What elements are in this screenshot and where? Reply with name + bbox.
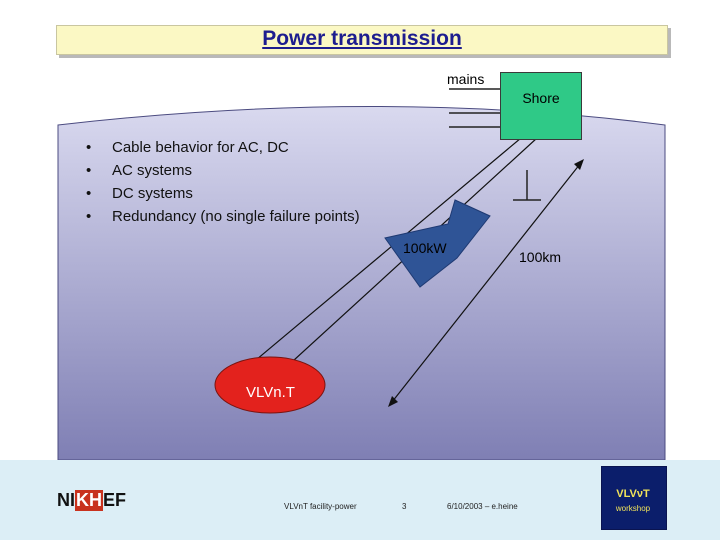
- shore-box: [500, 72, 582, 140]
- workshop-logo: [601, 466, 667, 530]
- power-label: 100kW: [403, 240, 447, 256]
- bullet-icon: •: [86, 185, 92, 202]
- workshop-logo-sub: workshop: [615, 504, 651, 513]
- title-box: [56, 25, 668, 55]
- bullet-icon: •: [86, 208, 92, 225]
- sea-area: [57, 106, 666, 461]
- detector-ellipse: [214, 356, 326, 414]
- workshop-logo-title: VLVνT: [616, 488, 650, 500]
- logo-part: EF: [103, 490, 127, 510]
- list-item: • Redundancy (no single failure points): [86, 205, 360, 228]
- bullet-text: AC systems: [112, 162, 193, 179]
- distance-label: 100km: [519, 249, 562, 265]
- distance-arrowhead: [388, 396, 398, 407]
- bullet-text: Cable behavior for AC, DC: [112, 139, 289, 156]
- list-item: • AC systems: [86, 159, 360, 182]
- page-number: 3: [402, 502, 407, 511]
- logo-part: KH: [75, 490, 103, 511]
- distance-arrow: [391, 163, 581, 403]
- mains-label: mains: [447, 71, 485, 87]
- footer-title: VLVnT facility-power: [284, 502, 357, 511]
- bullet-text: DC systems: [112, 185, 193, 202]
- shore-label: Shore: [522, 90, 560, 106]
- power-shape: [384, 199, 491, 288]
- bullet-text: Redundancy (no single failure points): [112, 208, 360, 225]
- nikhef-logo: NIKHEF: [57, 490, 126, 511]
- logo-part: NI: [57, 490, 75, 510]
- list-item: • Cable behavior for AC, DC: [86, 136, 360, 159]
- list-item: • DC systems: [86, 182, 360, 205]
- bullet-icon: •: [86, 139, 92, 156]
- slide-title: Power transmission: [262, 27, 462, 50]
- footer-date-author: 6/10/2003 – e.heine: [447, 502, 518, 511]
- cable-line: [243, 137, 522, 371]
- bullet-icon: •: [86, 162, 92, 179]
- detector-label: VLVn.T: [246, 384, 295, 401]
- bullet-list: • Cable behavior for AC, DC • AC systems •…: [86, 136, 360, 228]
- footer-bar: [0, 460, 720, 540]
- distance-arrowhead: [574, 159, 584, 170]
